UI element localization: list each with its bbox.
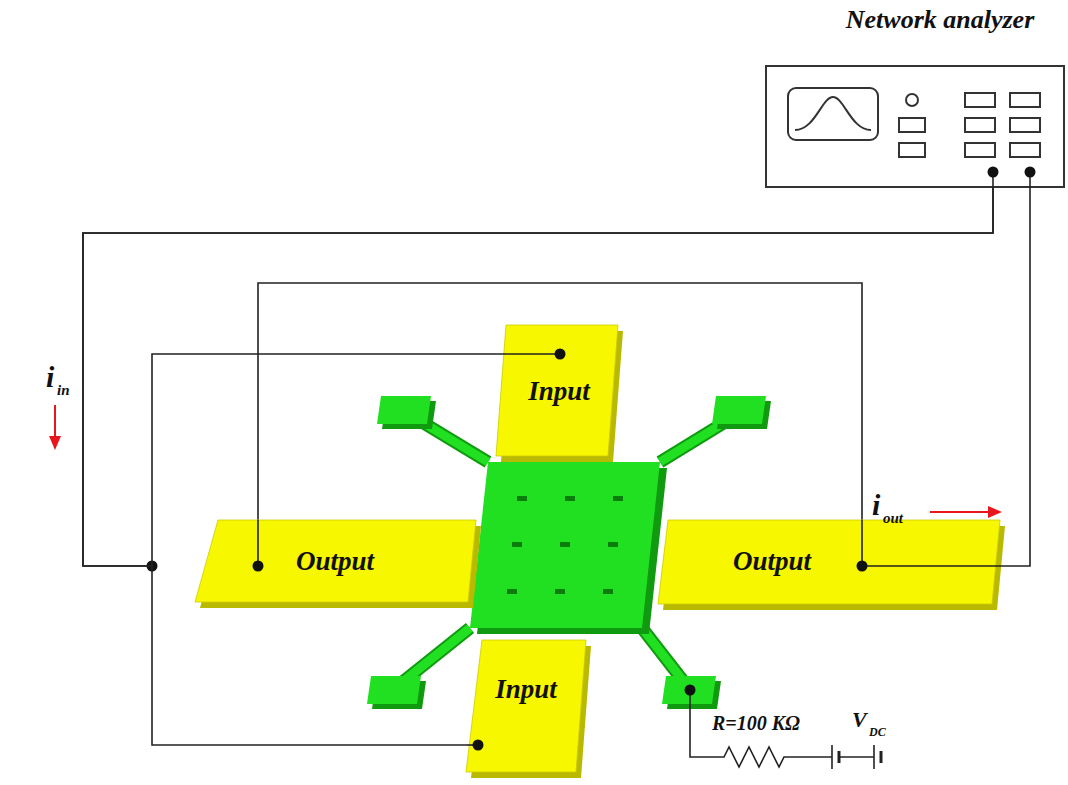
current-arrow-head bbox=[988, 506, 1002, 518]
analyzer-button bbox=[899, 143, 925, 157]
contact-dot bbox=[1025, 167, 1036, 178]
electrode-face bbox=[466, 640, 586, 772]
node-outline bbox=[765, 65, 1065, 188]
contact-dot bbox=[555, 349, 566, 360]
analyzer-screen bbox=[788, 88, 878, 140]
node-text: Input bbox=[528, 377, 590, 407]
anchor-pad bbox=[662, 676, 716, 704]
anchor-pad bbox=[367, 676, 421, 704]
contact-dot bbox=[253, 561, 264, 572]
beam-edge bbox=[400, 628, 470, 684]
node-text: Output bbox=[296, 547, 374, 577]
current-subscript: in bbox=[57, 382, 70, 398]
release-hole bbox=[560, 542, 570, 547]
electrode-face bbox=[658, 520, 1000, 604]
signal-wire bbox=[1005, 188, 1030, 566]
output-electrode: Output bbox=[658, 520, 1005, 610]
release-hole bbox=[608, 542, 618, 547]
release-hole bbox=[603, 589, 613, 594]
contact-dot bbox=[473, 740, 484, 751]
contact-dot bbox=[857, 561, 868, 572]
contact-dot bbox=[988, 167, 999, 178]
anchor-pad bbox=[377, 396, 431, 424]
resistor-value: R=100 KΩ bbox=[712, 712, 800, 734]
anchor-beam bbox=[642, 628, 684, 682]
instrument-box: Network analyzer bbox=[765, 65, 1065, 188]
bias-circuit bbox=[685, 685, 882, 770]
wire-stub bbox=[496, 353, 560, 355]
release-hole bbox=[555, 589, 565, 594]
analyzer-button bbox=[1010, 118, 1040, 132]
electrode-face bbox=[496, 325, 618, 456]
label-anchor: in bbox=[57, 381, 70, 399]
battery-plate bbox=[880, 751, 883, 763]
current-arrow-shaft bbox=[54, 405, 56, 438]
output-electrode: Output bbox=[195, 520, 481, 608]
electrode-face bbox=[195, 520, 476, 602]
node-outline bbox=[466, 640, 591, 778]
node-text: Input bbox=[495, 675, 557, 705]
label-anchor: i bbox=[872, 488, 880, 521]
battery-wire bbox=[839, 756, 874, 758]
release-hole bbox=[512, 542, 522, 547]
instrument-frame bbox=[766, 66, 1064, 187]
wire-stub bbox=[862, 565, 1005, 567]
label-anchor: i bbox=[46, 360, 54, 393]
label-anchor: V bbox=[852, 708, 867, 732]
wire-stub bbox=[257, 520, 259, 566]
battery-plate bbox=[831, 745, 833, 769]
battery-plate bbox=[873, 745, 875, 769]
label-anchor: R=100 KΩ bbox=[712, 712, 800, 734]
voltage-subscript: DC bbox=[869, 725, 886, 739]
input-electrode: Input bbox=[496, 325, 623, 462]
resonator-plate bbox=[470, 462, 667, 634]
input-electrode: Input bbox=[466, 640, 591, 778]
release-hole bbox=[507, 589, 517, 594]
analyzer-button bbox=[1010, 93, 1040, 107]
screen-curve bbox=[795, 97, 871, 130]
release-holes bbox=[507, 496, 623, 594]
beam-edge bbox=[642, 628, 684, 682]
anchor-pad bbox=[712, 396, 766, 424]
analyzer-button bbox=[965, 143, 995, 157]
node-text: Output bbox=[733, 547, 811, 577]
analyzer-button bbox=[1010, 143, 1040, 157]
current-symbol: i bbox=[872, 488, 880, 521]
signal-wire bbox=[258, 283, 862, 520]
plate-face bbox=[470, 462, 660, 628]
current-symbol: i bbox=[46, 360, 54, 393]
resistor-symbol bbox=[690, 690, 832, 767]
analyzer-panel bbox=[788, 88, 1040, 157]
release-hole bbox=[517, 496, 527, 501]
analyzer-button bbox=[899, 118, 925, 132]
analyzer-button bbox=[965, 93, 995, 107]
contact-dot bbox=[685, 685, 696, 696]
current-arrow-shaft bbox=[930, 511, 990, 513]
signal-wire bbox=[83, 188, 993, 566]
release-hole bbox=[613, 496, 623, 501]
wire-stub bbox=[861, 520, 863, 566]
voltage-symbol: V bbox=[852, 707, 867, 732]
current-subscript: out bbox=[883, 510, 903, 526]
analyzer-button bbox=[965, 118, 995, 132]
label-anchor: out bbox=[883, 509, 903, 527]
label-anchor: DC bbox=[869, 722, 886, 740]
node-text: Network analyzer bbox=[846, 6, 1035, 35]
analyzer-knob bbox=[906, 94, 918, 106]
anchor-beam bbox=[400, 628, 470, 684]
node-outline bbox=[658, 520, 1005, 610]
release-hole bbox=[565, 496, 575, 501]
current-arrow-head bbox=[49, 436, 61, 450]
